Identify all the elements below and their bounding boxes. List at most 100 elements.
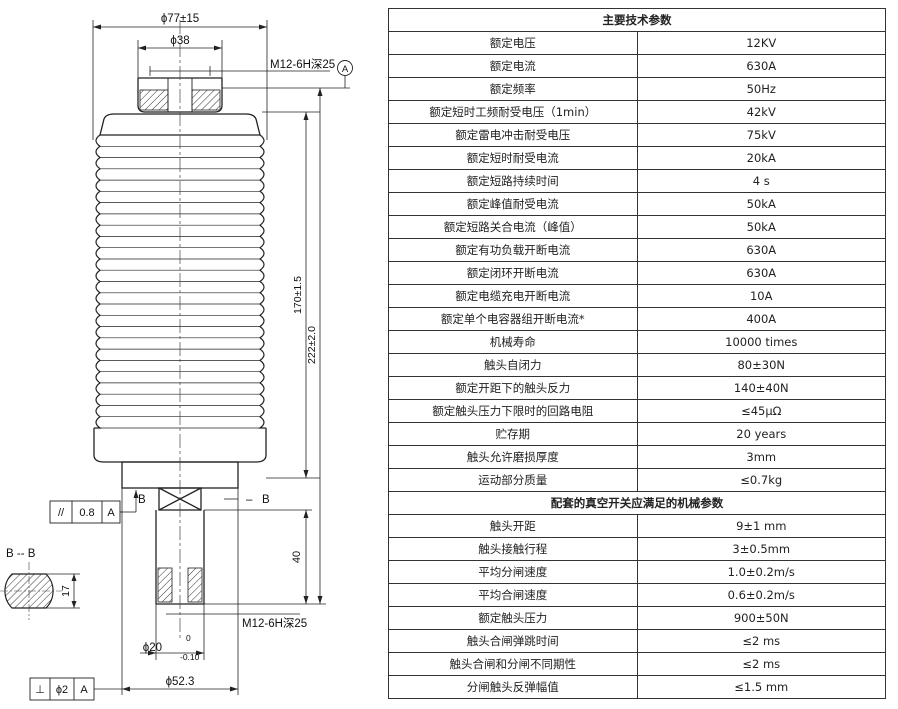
parameter-value: 12KV xyxy=(636,31,886,55)
table-row: 触头合闸和分闸不同期性≤2 ms xyxy=(388,652,886,676)
parameter-value: ≤0.7kg xyxy=(636,468,886,492)
parallelism-tolerance-frame: // 0.8 A xyxy=(49,500,121,524)
parameter-name: 额定频率 xyxy=(388,77,638,101)
bottom-thread-dim: M12-6H深25 xyxy=(242,616,307,630)
top-thread-hatch-left xyxy=(139,89,169,111)
parameter-name: 额定单个电容器组开断电流* xyxy=(388,307,638,331)
bellows-right-profile xyxy=(258,134,266,429)
table-row: 额定单个电容器组开断电流*400A xyxy=(388,307,886,331)
parameter-name: 触头自闭力 xyxy=(388,353,638,377)
parameter-name: 额定电压 xyxy=(388,31,638,55)
top-thread-dim: M12-6H深25 xyxy=(270,57,335,71)
parameter-value: 630A xyxy=(636,54,886,78)
parameter-name: 额定短路持续时间 xyxy=(388,169,638,193)
parameter-name: 机械寿命 xyxy=(388,330,638,354)
parameter-value: ≤1.5 mm xyxy=(636,675,886,699)
parameter-value: 3±0.5mm xyxy=(636,537,886,561)
parameter-value: 50kA xyxy=(636,215,886,239)
section-b-b-view: B -- B 17 xyxy=(0,548,80,620)
table-row: 额定触头压力下限时的回路电阻≤45μΩ xyxy=(388,399,886,423)
parameter-name: 触头合闸弹跳时间 xyxy=(388,629,638,653)
table-row: 运动部分质量≤0.7kg xyxy=(388,468,886,492)
parameter-value: 400A xyxy=(636,307,886,331)
section-title: 主要技术参数 xyxy=(388,8,886,32)
parameter-name: 额定有功负载开断电流 xyxy=(388,238,638,262)
height-170-dim: 170±1.5 xyxy=(292,276,304,314)
parameter-value: 42kV xyxy=(636,100,886,124)
parameter-name: 平均分闸速度 xyxy=(388,560,638,584)
parameter-value: 900±50N xyxy=(636,606,886,630)
section-b-right: B xyxy=(262,494,270,506)
parameter-value: 0.6±0.2m/s xyxy=(636,583,886,607)
top-diameter-dim: ϕ38 xyxy=(170,35,189,47)
parameter-name: 额定电流 xyxy=(388,54,638,78)
base-diameter-dim: ϕ52.3 xyxy=(166,676,195,688)
outer-diameter-dim: ϕ77±15 xyxy=(161,13,199,25)
parameter-value: 50kA xyxy=(636,192,886,216)
shaft-tolerance-lower: -0.10 xyxy=(180,652,200,662)
parameter-value: 630A xyxy=(636,238,886,262)
parameter-name: 额定触头压力下限时的回路电阻 xyxy=(388,399,638,423)
parameter-name: 额定短路关合电流（峰值） xyxy=(388,215,638,239)
section-b-dash: – xyxy=(246,494,253,506)
main-parameters-header: 主要技术参数 xyxy=(388,8,886,32)
datum-a-label: A xyxy=(342,64,349,75)
vacuum-interrupter-drawing: ϕ77±15 ϕ38 M12-6H深25 A 170±1.5 222±2.0 4… xyxy=(0,13,353,701)
top-thread-hatch-right xyxy=(191,89,221,111)
section-b-b-title: B -- B xyxy=(6,548,36,560)
parameter-value: 3mm xyxy=(636,445,886,469)
parameter-value: 75kV xyxy=(636,123,886,147)
bellows-left-profile xyxy=(94,134,102,429)
parameter-name: 额定闭环开断电流 xyxy=(388,261,638,285)
perpendicularity-datum: A xyxy=(80,684,88,696)
table-row: 触头合闸弹跳时间≤2 ms xyxy=(388,629,886,653)
parameter-value: 4 s xyxy=(636,169,886,193)
height-222-dim: 222±2.0 xyxy=(306,326,318,364)
parameter-name: 额定开距下的触头反力 xyxy=(388,376,638,400)
parameter-value: 80±30N xyxy=(636,353,886,377)
perpendicularity-value: ϕ2 xyxy=(56,684,68,696)
perpendicularity-symbol: ⊥ xyxy=(35,684,45,696)
parameter-name: 平均合闸速度 xyxy=(388,583,638,607)
shaft-diameter-dim: ϕ20 xyxy=(143,642,162,654)
parameter-name: 额定电缆充电开断电流 xyxy=(388,284,638,308)
mechanical-parameters-header: 配套的真空开关应满足的机械参数 xyxy=(388,491,886,515)
section-width-dim: 17 xyxy=(60,585,72,597)
shaft-tolerance-upper: 0 xyxy=(186,633,191,643)
parameter-name: 额定触头压力 xyxy=(388,606,638,630)
datum-a-circle xyxy=(337,60,353,76)
parameter-value: 9±1 mm xyxy=(636,514,886,538)
parameter-name: 触头合闸和分闸不同期性 xyxy=(388,652,638,676)
parallelism-datum: A xyxy=(107,507,115,519)
height-40-dim: 40 xyxy=(291,551,303,563)
table-row: 额定短时工频耐受电压（1min）42kV xyxy=(388,100,886,124)
parameter-value: 20 years xyxy=(636,422,886,446)
parameter-value: 630A xyxy=(636,261,886,285)
parameter-value: 20kA xyxy=(636,146,886,170)
parameter-value: 10000 times xyxy=(636,330,886,354)
perpendicularity-tolerance-frame: ⊥ ϕ2 A xyxy=(29,677,95,701)
parameter-value: 1.0±0.2m/s xyxy=(636,560,886,584)
section-b-left: B xyxy=(138,494,146,506)
parameter-name: 贮存期 xyxy=(388,422,638,446)
table-row: 分闸触头反弹幅值≤1.5 mm xyxy=(388,675,886,699)
parameter-name: 触头允许磨损厚度 xyxy=(388,445,638,469)
parameter-name: 额定峰值耐受电流 xyxy=(388,192,638,216)
